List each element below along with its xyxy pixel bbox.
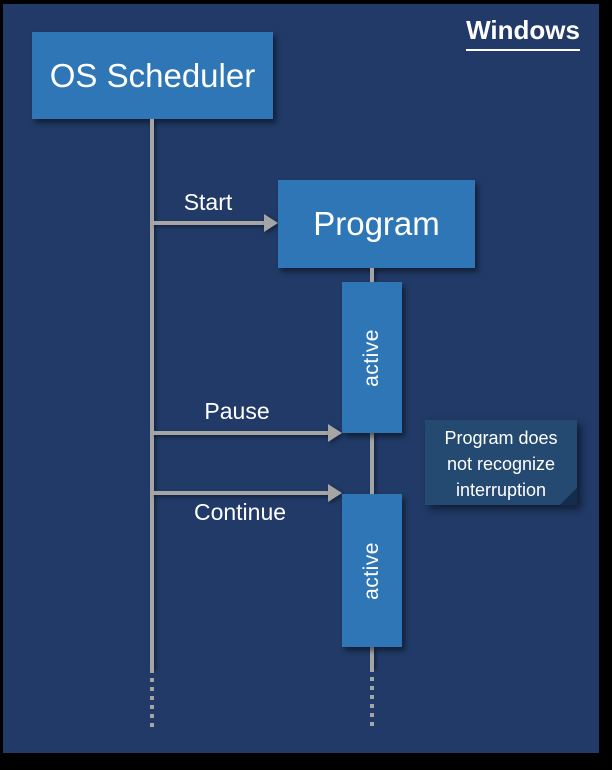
program-lifeline-segment-1 xyxy=(370,268,374,282)
activation-label-1: active xyxy=(359,328,383,387)
program-lifeline-segment-2 xyxy=(370,433,374,494)
note-box: Program does not recognize interruption xyxy=(425,420,577,505)
activation-bar-2: active xyxy=(342,494,402,647)
os-scheduler-box: OS Scheduler xyxy=(32,32,273,119)
continue-arrowhead-icon xyxy=(328,484,342,502)
note-text: Program does not recognize interruption xyxy=(425,420,577,505)
start-message-label: Start xyxy=(183,189,233,215)
pause-message-label: Pause xyxy=(204,398,270,424)
os-scheduler-label: OS Scheduler xyxy=(49,56,256,94)
note-line-2: not recognize xyxy=(446,454,556,474)
start-message-arrow xyxy=(152,221,266,225)
continue-message-arrow xyxy=(152,491,330,495)
platform-label-text: Windows xyxy=(466,15,580,51)
program-lifeline-dashed xyxy=(370,668,374,728)
diagram-background-panel xyxy=(3,4,599,753)
note-line-3: interruption xyxy=(455,480,547,500)
activation-bar-1: active xyxy=(342,282,402,433)
program-label: Program xyxy=(313,205,440,242)
platform-label: Windows xyxy=(455,15,580,51)
continue-message-label: Continue xyxy=(193,499,287,525)
note-line-1: Program does xyxy=(444,428,558,448)
program-lifeline-segment-3 xyxy=(370,647,374,668)
activation-label-2: active xyxy=(359,541,383,600)
pause-arrowhead-icon xyxy=(328,424,342,442)
start-arrowhead-icon xyxy=(264,214,278,232)
pause-message-arrow xyxy=(152,431,330,435)
scheduler-lifeline xyxy=(150,119,154,669)
scheduler-lifeline-dashed xyxy=(150,669,154,731)
program-box: Program xyxy=(278,180,475,268)
